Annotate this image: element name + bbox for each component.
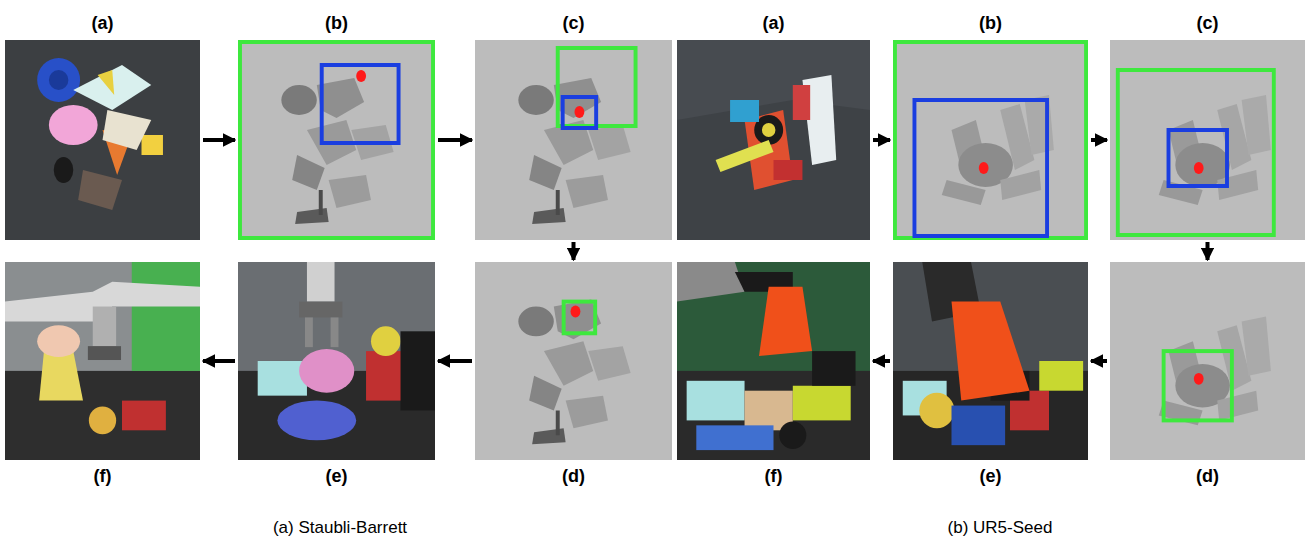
flow-arrow: [438, 138, 472, 142]
image-panel: (f): [677, 262, 870, 460]
flow-arrow: [1091, 359, 1107, 363]
flow-arrow: [873, 138, 890, 142]
panel-label: (b): [218, 13, 455, 34]
panel-illustration: [238, 262, 435, 460]
panel-label: (d): [455, 466, 692, 487]
panel-illustration: [475, 262, 672, 460]
image-panel: (b): [893, 40, 1088, 240]
panel-illustration: [893, 40, 1088, 240]
flow-arrow: [203, 138, 235, 142]
panel-label: (d): [1090, 466, 1312, 487]
panel-illustration: [677, 40, 870, 240]
panel-label: (e): [218, 466, 455, 487]
flow-arrow: [1091, 138, 1107, 142]
flow-arrow: [203, 359, 235, 363]
panel-label: (a): [0, 13, 220, 34]
flow-arrow: [438, 359, 472, 363]
subfigure-caption: (a) Staubli-Barrett: [273, 518, 407, 538]
image-panel: (c): [1110, 40, 1305, 240]
image-panel: (e): [893, 262, 1088, 460]
panel-label: (c): [1090, 13, 1312, 34]
flow-arrow: [873, 359, 890, 363]
panel-label: (f): [657, 466, 890, 487]
panel-illustration: [238, 40, 435, 240]
image-panel: (d): [1110, 262, 1305, 460]
panel-label: (c): [455, 13, 692, 34]
panel-illustration: [475, 40, 672, 240]
image-panel: (c): [475, 40, 672, 240]
image-panel: (b): [238, 40, 435, 240]
panel-label: (e): [873, 466, 1108, 487]
panel-illustration: [5, 262, 200, 460]
panel-illustration: [1110, 262, 1305, 460]
panel-illustration: [677, 262, 870, 460]
panel-illustration: [893, 262, 1088, 460]
subfigure-caption: (b) UR5-Seed: [948, 518, 1053, 538]
image-panel: (e): [238, 262, 435, 460]
panel-illustration: [5, 40, 200, 240]
image-panel: (f): [5, 262, 200, 460]
panel-illustration: [1110, 40, 1305, 240]
panel-label: (b): [873, 13, 1108, 34]
panel-label: (a): [657, 13, 890, 34]
panel-label: (f): [0, 466, 220, 487]
flow-arrow: [1206, 242, 1210, 260]
image-panel: (a): [5, 40, 200, 240]
image-panel: (a): [677, 40, 870, 240]
flow-arrow: [572, 242, 576, 260]
image-panel: (d): [475, 262, 672, 460]
